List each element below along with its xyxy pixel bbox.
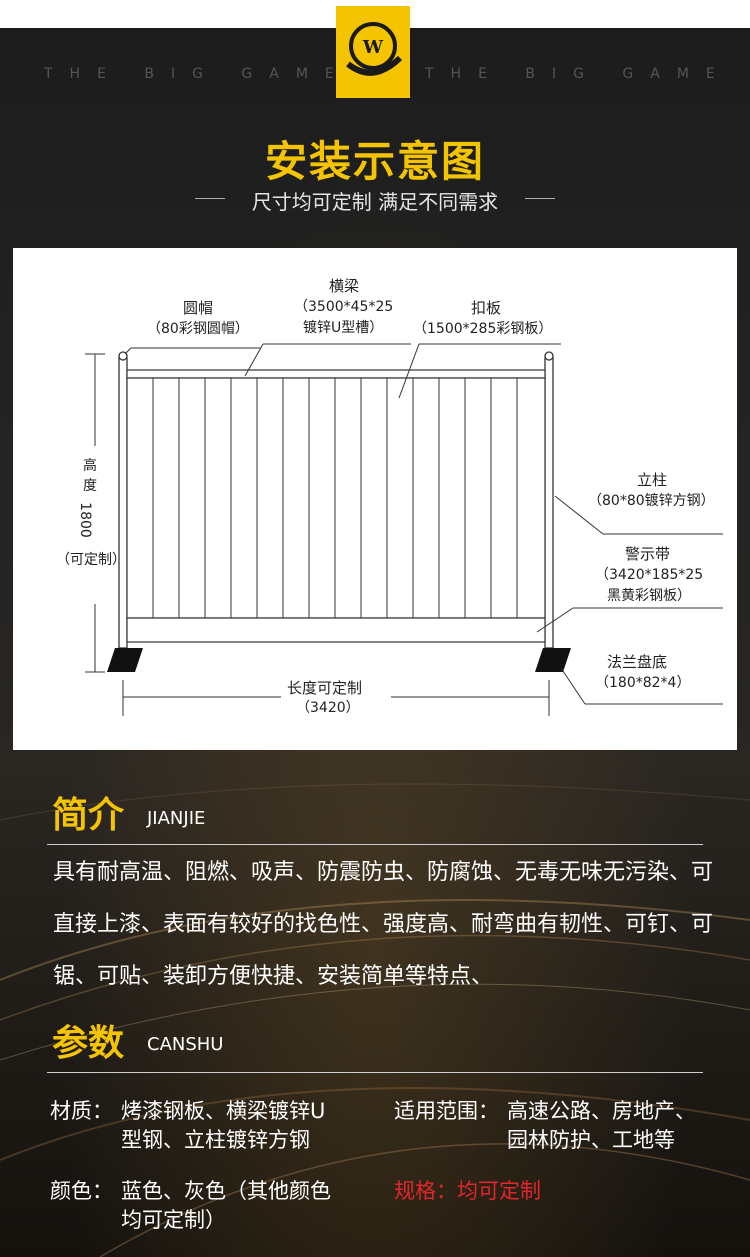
cap-spec: （80彩钢圆帽）	[147, 321, 249, 337]
height-label-2: 度	[83, 478, 97, 494]
color-line-2: 均可定制）	[121, 1208, 226, 1232]
installation-diagram: 圆帽 （80彩钢圆帽） 横梁 （3500*45*25 镀锌U型槽） 扣板 （15…	[13, 248, 737, 750]
material-line-1: 烤漆钢板、横梁镀锌U	[121, 1099, 326, 1123]
post-label: 立柱	[637, 471, 668, 489]
page-subtitle: 尺寸均可定制 满足不同需求	[251, 190, 499, 214]
spec-text: 规格：均可定制	[394, 1179, 541, 1203]
page-title: 安装示意图	[264, 137, 485, 186]
height-label-1: 高	[83, 458, 97, 474]
intro-divider	[47, 844, 703, 845]
flange-base-spec: （180*82*4）	[595, 675, 691, 691]
material-line-2: 型钢、立柱镀锌方钢	[121, 1128, 310, 1152]
tagline-left: THE BIG GAME	[44, 66, 351, 82]
scope-line-2: 园林防护、工地等	[507, 1128, 675, 1152]
beam-spec-1: （3500*45*25	[294, 299, 394, 315]
panel-spec: （1500*285彩钢板）	[413, 321, 553, 337]
length-label: 长度可定制	[287, 679, 363, 697]
height-note: （可定制）	[56, 552, 126, 568]
intro-heading-en: JIANJIE	[147, 808, 206, 829]
subtitle-line-right	[525, 198, 555, 199]
params-heading: 参数	[52, 1023, 125, 1064]
beam-spec-2: 镀锌U型槽）	[303, 320, 384, 336]
params-divider	[47, 1072, 703, 1073]
city-light-streaks	[0, 783, 750, 1257]
scope-line-1: 高速公路、房地产、	[507, 1099, 696, 1123]
material-label: 材质：	[50, 1099, 113, 1123]
color-line-1: 蓝色、灰色（其他颜色	[121, 1179, 331, 1203]
color-label: 颜色：	[50, 1179, 113, 1203]
brand-logo: W	[336, 6, 410, 98]
tagline-right: THE BIG GAME	[425, 66, 732, 82]
intro-heading: 简介	[52, 795, 125, 836]
panel-label: 扣板	[471, 299, 502, 317]
subtitle-line-left	[195, 198, 225, 199]
params-heading-en: CANSHU	[147, 1034, 224, 1055]
cap-label: 圆帽	[183, 299, 214, 317]
beam-label: 横梁	[329, 277, 360, 295]
intro-text: 具有耐高温、阻燃、吸声、防震防虫、防腐蚀、无毒无味无污染、可直接上漆、表面有较好…	[53, 860, 714, 989]
length-value: （3420）	[296, 700, 360, 716]
post-spec: （80*80镀锌方钢）	[588, 493, 715, 509]
fence-drawing	[85, 343, 723, 716]
warning-strip-spec-1: （3420*185*25	[595, 567, 704, 583]
warning-strip-label: 警示带	[625, 545, 671, 563]
flange-base-label: 法兰盘底	[607, 653, 668, 671]
warning-strip-spec-2: 黑黄彩钢板）	[607, 588, 691, 604]
height-value: 1800	[76, 502, 93, 538]
logo-letter: W	[362, 37, 384, 58]
scope-label: 适用范围：	[394, 1099, 499, 1123]
